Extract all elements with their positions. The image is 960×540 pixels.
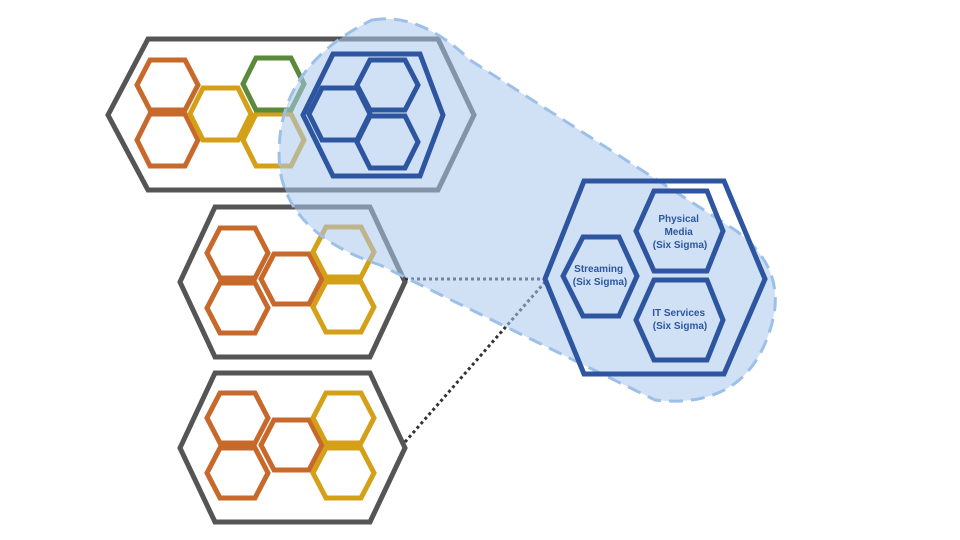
top-blue-hex-1 (354, 57, 421, 113)
top-orange-hex-1 (134, 57, 201, 113)
bottom-group-container (177, 370, 408, 525)
unit-hex-physical-media (633, 188, 726, 274)
label-it-services: IT Services (Six Sigma) (652, 308, 708, 332)
top-blue-cluster-container (300, 51, 446, 179)
zoom-cluster-container (542, 178, 768, 377)
bottom-orange-hex-1 (204, 390, 271, 446)
bottom-yellow-hex-2 (310, 445, 377, 501)
middle-yellow-hex-2 (310, 279, 377, 335)
unit-hex-it-services (633, 277, 726, 363)
zoom-highlight-band (277, 17, 777, 403)
top-yellow-hex-1 (187, 85, 254, 143)
label-streaming: Streaming (Six Sigma) (573, 264, 627, 288)
middle-orange-hex-2 (204, 280, 271, 336)
middle-orange-hex-3 (258, 251, 325, 307)
bottom-yellow-hex-1 (310, 390, 377, 446)
top-orange-hex-2 (134, 111, 201, 169)
middle-orange-hex-1 (204, 225, 271, 281)
bottom-orange-hex-2 (204, 445, 271, 501)
unit-hex-streaming (560, 234, 640, 319)
bottom-orange-hex-3 (258, 417, 325, 473)
top-blue-hex-3 (354, 113, 421, 171)
label-physical-media: Physical Media (Six Sigma) (653, 214, 707, 251)
